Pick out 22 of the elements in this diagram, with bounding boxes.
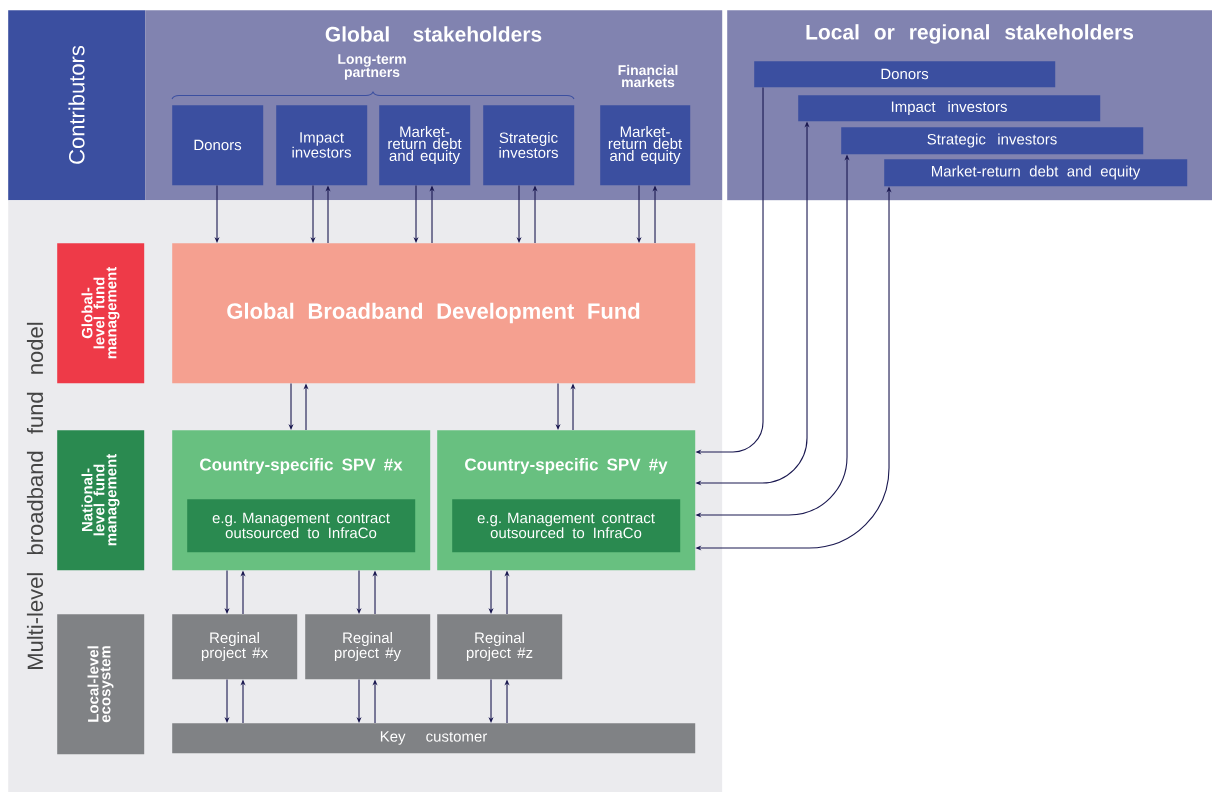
contributor-box: Strategic investors [483,105,575,186]
project-box: Reginal project #z [437,614,563,680]
contributor-bar: Donors [754,61,1056,88]
contributor-bar: Market-return debt and equity [884,159,1188,187]
contributor-box: Market-return debt and equity [379,105,471,186]
level-label-box: National-level fund management [57,430,145,571]
project-box: Reginal project #y [305,614,431,680]
contributor-bar: Impact investors [798,95,1101,122]
level-label-box: Local-level ecosystem [57,614,145,755]
fund-box: Global Broadband Development Fund [172,243,696,384]
contributor-box: Donors [172,105,264,186]
group-label: Financial markets [618,64,678,88]
band-label-box: Contributors [8,10,146,201]
customer-bar: Key customer [172,723,696,754]
contract-box: e.g. Management contract outsourced to InfraCo [452,499,681,553]
project-box: Reginal project #x [172,614,298,680]
contract-box: e.g. Management contract outsourced to InfraCo [187,499,416,553]
contributor-box: Market-return debt and equity [600,105,691,186]
contributor-bar: Strategic investors [841,127,1144,155]
group-label: Long-term partners [338,54,406,80]
contributor-box: Impact investors [276,105,368,186]
level-label-box: Global-level fund management [57,243,145,384]
